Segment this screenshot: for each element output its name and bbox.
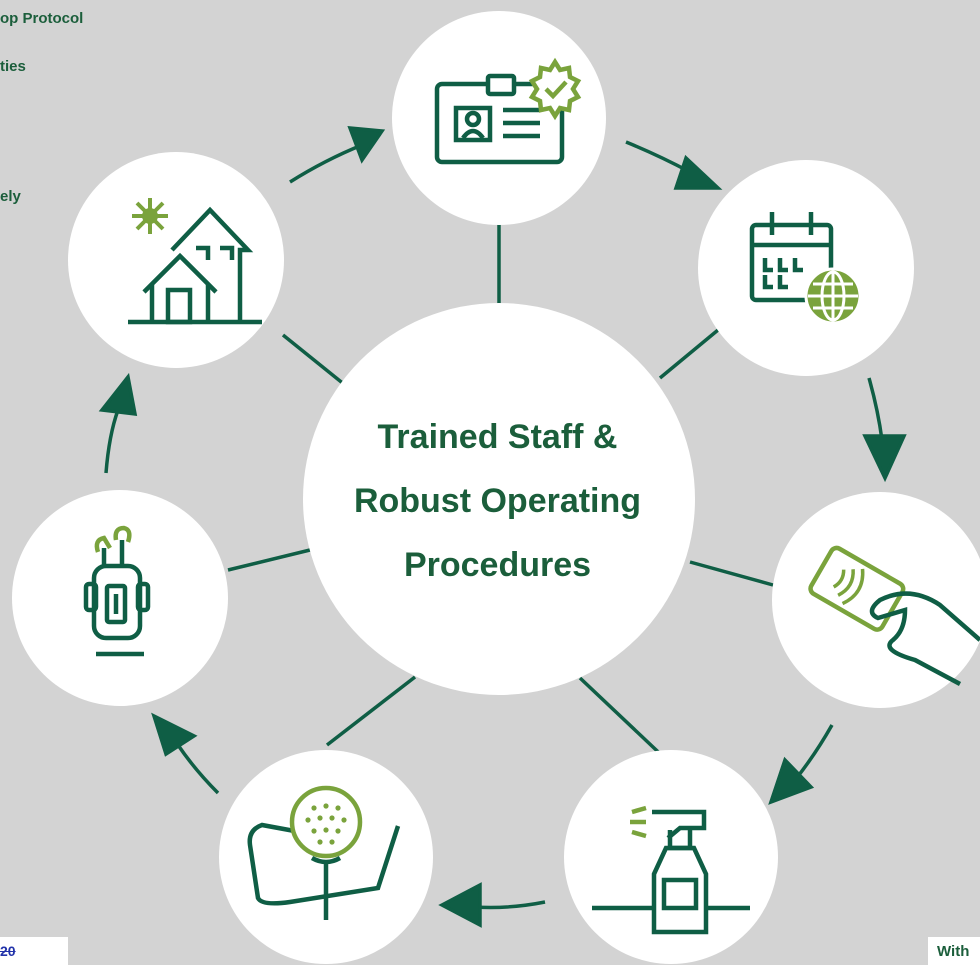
cycle-arrows: [98, 125, 907, 928]
page-number: 20: [0, 943, 16, 959]
golf-ball-tee-hand-icon: [247, 785, 401, 920]
center-title-line-1: Trained Staff &: [377, 418, 618, 456]
side-text-3: ely: [0, 188, 21, 205]
arrow-5: [474, 900, 546, 910]
arrow-4: [793, 724, 834, 782]
footer-text: With: [937, 943, 970, 960]
center-title-line-2: Robust Operating: [353, 482, 642, 520]
id-badge-check-icon: [434, 57, 582, 165]
golf-bag-icon: [83, 525, 151, 657]
spray-bottle-icon: [592, 805, 750, 935]
page-number-badge: 20: [0, 937, 68, 965]
center-title: Trained Staff & Robust Operating Procedu…: [300, 405, 695, 597]
arrow-2: [625, 140, 691, 174]
node-circle-bag: [12, 490, 228, 706]
center-circle: [303, 303, 695, 695]
spoke-lines: [227, 210, 774, 767]
node-circle-badge: [392, 11, 606, 225]
arrow-6: [176, 744, 220, 795]
arrow-1: [289, 143, 363, 184]
node-circle-spray: [564, 750, 778, 964]
footer-badge: With: [928, 937, 980, 965]
center-title-line-3: Procedures: [403, 546, 592, 584]
arrow-7: [104, 409, 120, 474]
node-circle-calendar: [698, 160, 914, 376]
house-sun-icon: [128, 198, 262, 325]
arrow-3: [867, 377, 884, 441]
side-text-1: op Protocol: [0, 10, 84, 27]
calendar-globe-icon: [749, 212, 862, 325]
side-text-2: ties: [0, 58, 26, 75]
contactless-card-hand-icon: [808, 545, 980, 686]
